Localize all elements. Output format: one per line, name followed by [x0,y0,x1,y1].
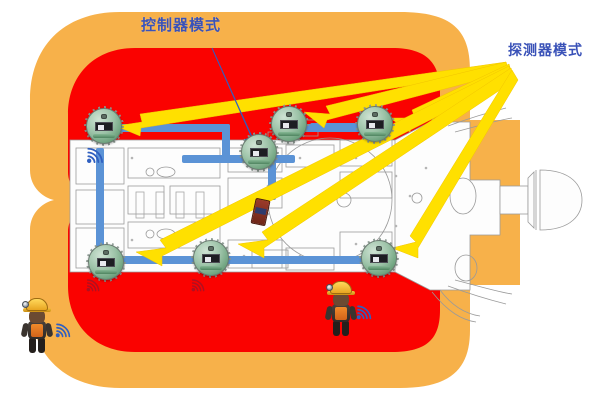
sensor-top-right[interactable] [355,104,395,144]
worker-safety-vest [31,324,43,337]
worker-face [29,310,45,323]
sensor-screen-icon [370,254,388,263]
wifi-signal-icon [54,321,72,339]
worker-headlamp-icon [22,301,29,308]
sensor-bottom-left[interactable] [86,242,126,282]
worker-leg-right [342,320,349,336]
sensor-knob-icon [208,246,214,251]
sensor-screen-icon [97,258,115,267]
sensor-screen-icon [202,254,220,263]
worker-helmet-icon [26,298,48,311]
sensor-top-left[interactable] [84,106,124,146]
sensor-top-center[interactable] [269,104,309,144]
controller-mode-label: 控制器模式 [141,16,222,34]
sensor-knob-icon [376,246,382,251]
sensor-base-icon [93,134,115,138]
sensor-mid-upper[interactable] [239,132,279,172]
worker-figure [323,279,359,337]
worker-face [333,293,349,306]
sensor-bottom-right[interactable] [359,238,399,278]
sensor-knob-icon [372,112,378,117]
sensor-knob-icon [101,114,107,119]
sensor-knob-icon [256,140,262,145]
wifi-signal-icon [85,145,105,165]
wifi-signal-icon [85,277,101,293]
worker-leg-left [333,320,340,336]
sensor-base-icon [364,132,386,136]
worker-helmet-icon [330,281,352,294]
sensor-bottom-center[interactable] [191,238,231,278]
sensor-base-icon [278,132,300,136]
detector-mode-arrows [115,61,519,267]
worker-leg-left [29,337,36,353]
wifi-signal-icon [355,303,373,321]
sensor-screen-icon [250,148,268,157]
worker-figure [19,296,55,354]
worker-safety-vest [335,307,347,320]
detector-mode-label: 探测器模式 [508,43,583,59]
sensor-knob-icon [286,112,292,117]
sensor-screen-icon [95,122,113,131]
wifi-signal-icon [190,277,206,293]
sensor-screen-icon [366,120,384,129]
sensor-base-icon [95,270,117,274]
sensor-base-icon [200,266,222,270]
sensor-base-icon [248,160,270,164]
worker-headlamp-icon [326,284,333,291]
sensor-knob-icon [103,250,109,255]
center-equipment-strip [254,206,267,216]
sensor-base-icon [368,266,390,270]
sensor-screen-icon [280,120,298,129]
worker-leg-right [38,337,45,353]
